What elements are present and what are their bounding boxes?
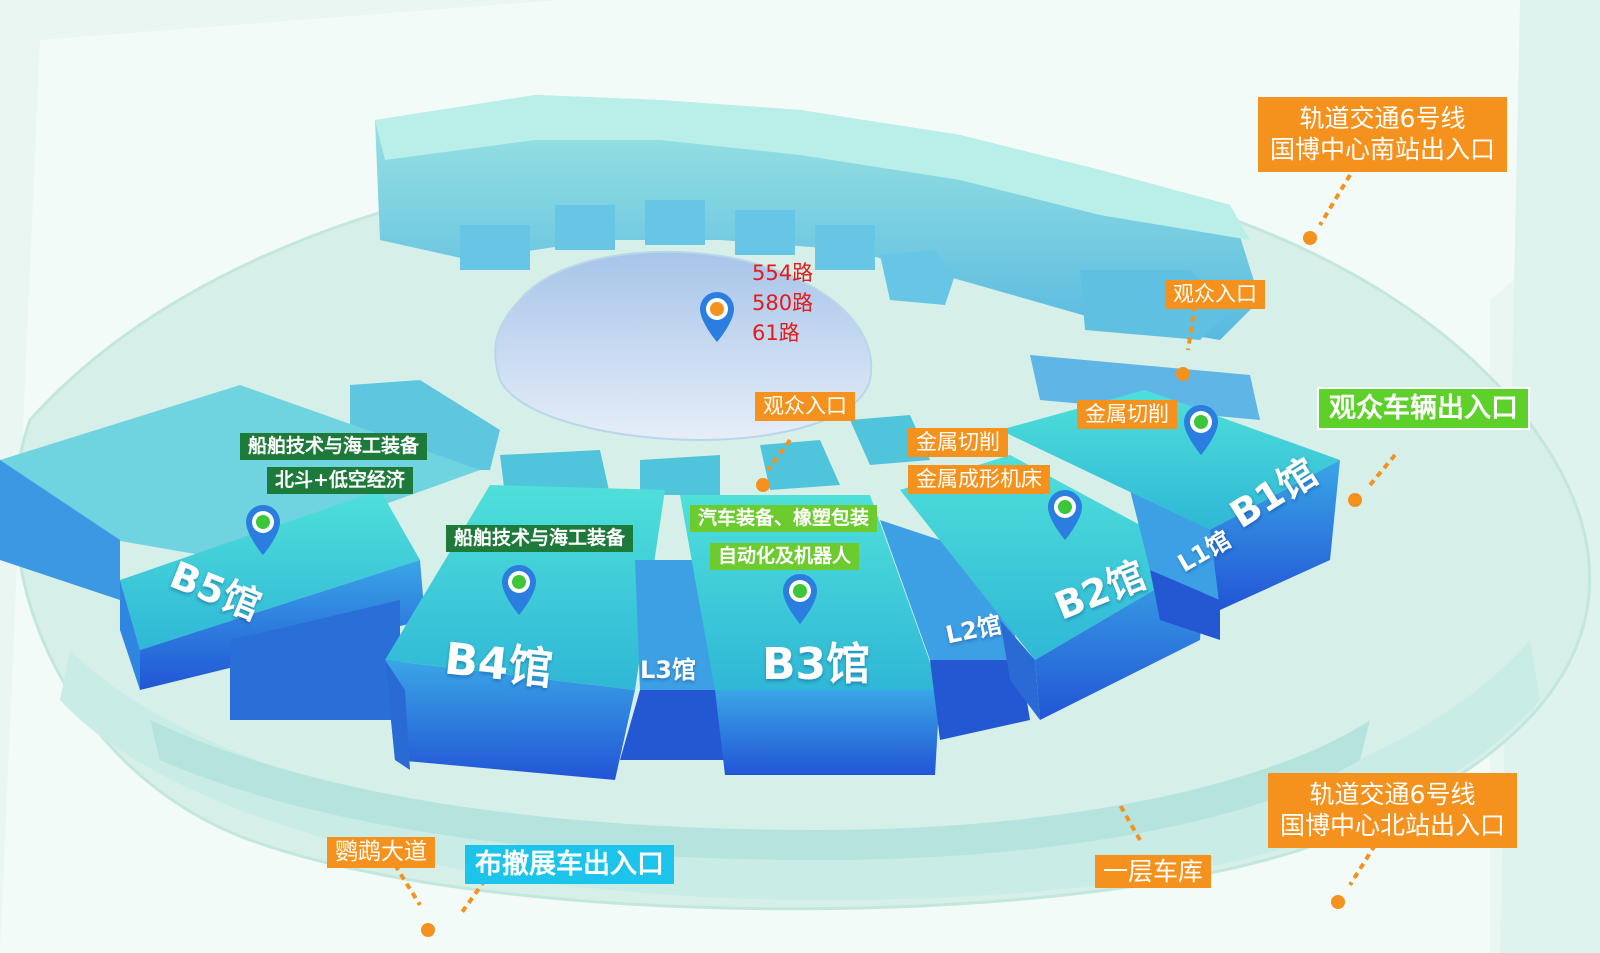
b4-exhibit-label-1: 船舶技术与海工装备 — [446, 525, 634, 552]
metro-south-station: 国博中心南站出入口 — [1270, 135, 1496, 165]
metro-north-line: 轨道交通6号线 — [1309, 780, 1476, 809]
hall-b3-label: B3馆 — [762, 639, 871, 690]
bus-route-580: 580路 — [752, 291, 814, 315]
metro-south-entrance[interactable]: 轨道交通6号线 国博中心南站出入口 — [1258, 97, 1508, 172]
audience-entrance-center[interactable]: 观众入口 — [755, 392, 855, 421]
b2-exhibit-label-1: 金属切削 — [908, 428, 1008, 457]
garage-label[interactable]: 一层车库 — [1095, 855, 1212, 888]
hall-b3-pin-icon[interactable] — [783, 574, 817, 624]
b1-exhibit-label-1: 金属切削 — [1077, 400, 1177, 429]
hall-b4-label: B4馆 — [442, 633, 556, 696]
ring-road-edge — [60, 640, 1540, 900]
north-buildings — [375, 95, 1260, 340]
audience-vehicle-exit[interactable]: 观众车辆出入口 — [1317, 387, 1530, 430]
direction-arrows — [393, 173, 1397, 937]
bus-route-61: 61路 — [752, 321, 800, 345]
garage-ring — [150, 720, 1370, 860]
b5-exhibit-label-2: 北斗+低空经济 — [267, 467, 413, 494]
hall-b1-pin-icon[interactable] — [1184, 405, 1218, 455]
hall-l3-label: L3馆 — [640, 656, 696, 684]
b3-exhibit-label-1: 汽车装备、橡塑包装 — [690, 505, 878, 532]
audience-entrance-right[interactable]: 观众入口 — [1165, 280, 1265, 309]
road-label: 鹦鹉大道 — [327, 837, 435, 868]
metro-north-station: 国博中心北站出入口 — [1280, 811, 1506, 841]
exhibitor-vehicle-exit[interactable]: 布撤展车出入口 — [465, 845, 674, 884]
hall-b2-pin-icon[interactable] — [1048, 490, 1082, 540]
hall-b4-pin-icon[interactable] — [502, 565, 536, 615]
hall-b5-pin-icon[interactable] — [246, 505, 280, 555]
b3-exhibit-label-2: 自动化及机器人 — [710, 543, 860, 570]
metro-south-line: 轨道交通6号线 — [1299, 104, 1466, 133]
metro-north-entrance[interactable]: 轨道交通6号线 国博中心北站出入口 — [1268, 773, 1518, 848]
b2-exhibit-label-2: 金属成形机床 — [908, 465, 1050, 494]
bus-route-554: 554路 — [752, 261, 814, 285]
hall-b5-building — [0, 385, 480, 720]
bus-stop-pin-icon[interactable] — [700, 292, 734, 342]
b5-exhibit-label-1: 船舶技术与海工装备 — [240, 433, 428, 460]
